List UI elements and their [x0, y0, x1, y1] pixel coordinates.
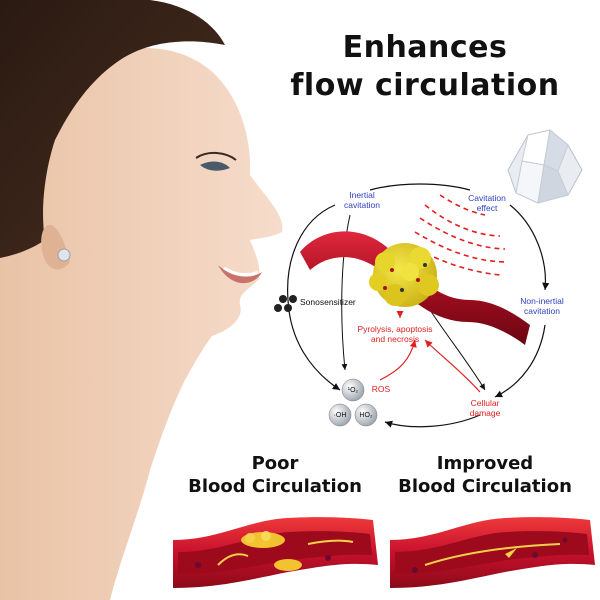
label-ros: ROS [371, 384, 391, 394]
cycle-arc-bottom-right [494, 324, 546, 398]
crystal-icon [507, 129, 583, 204]
red-arrow-damage [424, 339, 481, 393]
eye-shape [200, 161, 230, 171]
molecule-ho2-sphere [354, 403, 378, 427]
plaque-deposit-icon [241, 531, 302, 571]
molecule-o2-sphere [341, 378, 365, 402]
sonosensitizer-icon [274, 295, 297, 312]
cycle-arc-inner-2 [429, 309, 486, 391]
cycle-arc-top [369, 183, 471, 191]
cycle-arc-right [509, 204, 550, 291]
smile-shape [218, 265, 262, 284]
tumor-cluster-icon [369, 243, 439, 307]
label-sonosensitizer: Sonosensitizer [300, 297, 356, 307]
hair-shape [0, 0, 225, 258]
earring-icon [57, 248, 71, 262]
label-molecule-o2: ¹O₂ [347, 387, 359, 394]
headline-line-2: flow circulation [290, 68, 560, 103]
cycle-arc-inner [341, 214, 351, 371]
skin-shape [0, 47, 283, 600]
label-molecule-oh: ·OH [333, 412, 347, 419]
cycle-arc-left [287, 204, 341, 391]
label-molecule-ho2: HO₂ [359, 412, 373, 419]
red-arrow-ros [379, 339, 417, 381]
cycle-arc-bottom [384, 414, 481, 428]
headline-line-1: Enhances [342, 30, 508, 65]
poor-circulation-vessel [173, 517, 378, 588]
improved-circulation-vessel [390, 517, 595, 588]
molecule-oh-sphere [328, 403, 352, 427]
